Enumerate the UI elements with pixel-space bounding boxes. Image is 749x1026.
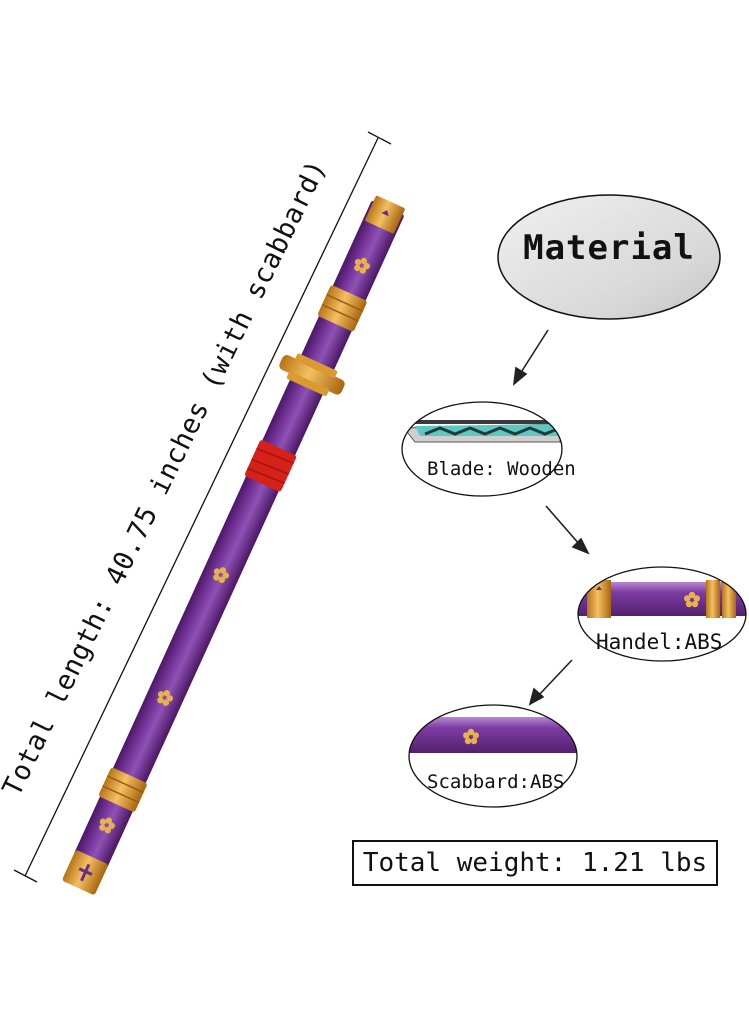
scabbard-material-bubble [408, 704, 578, 808]
handle-end-cap [365, 195, 405, 234]
handle-material-label: Handel:ABS [596, 630, 723, 654]
blade-material-label: Blade: Wooden [427, 458, 576, 480]
arrow-down-right-icon [545, 505, 590, 555]
total-weight-box: Total weight: 1.21 lbs [352, 840, 718, 886]
tsuba-guard [279, 355, 345, 395]
red-cord-wrap [245, 440, 297, 492]
katana-illustration [62, 195, 405, 895]
material-bubble [497, 194, 721, 320]
arrow-down-left-icon [512, 329, 549, 386]
material-title: Material [523, 228, 695, 268]
total-weight-label: Total weight: 1.21 lbs [362, 848, 708, 878]
length-dimension-line [13, 131, 392, 883]
scabbard-material-label: Scabbard:ABS [427, 771, 565, 793]
blade-material-bubble [401, 401, 563, 497]
arrow-down-left-icon [528, 659, 573, 706]
handle-material-bubble [577, 566, 747, 662]
